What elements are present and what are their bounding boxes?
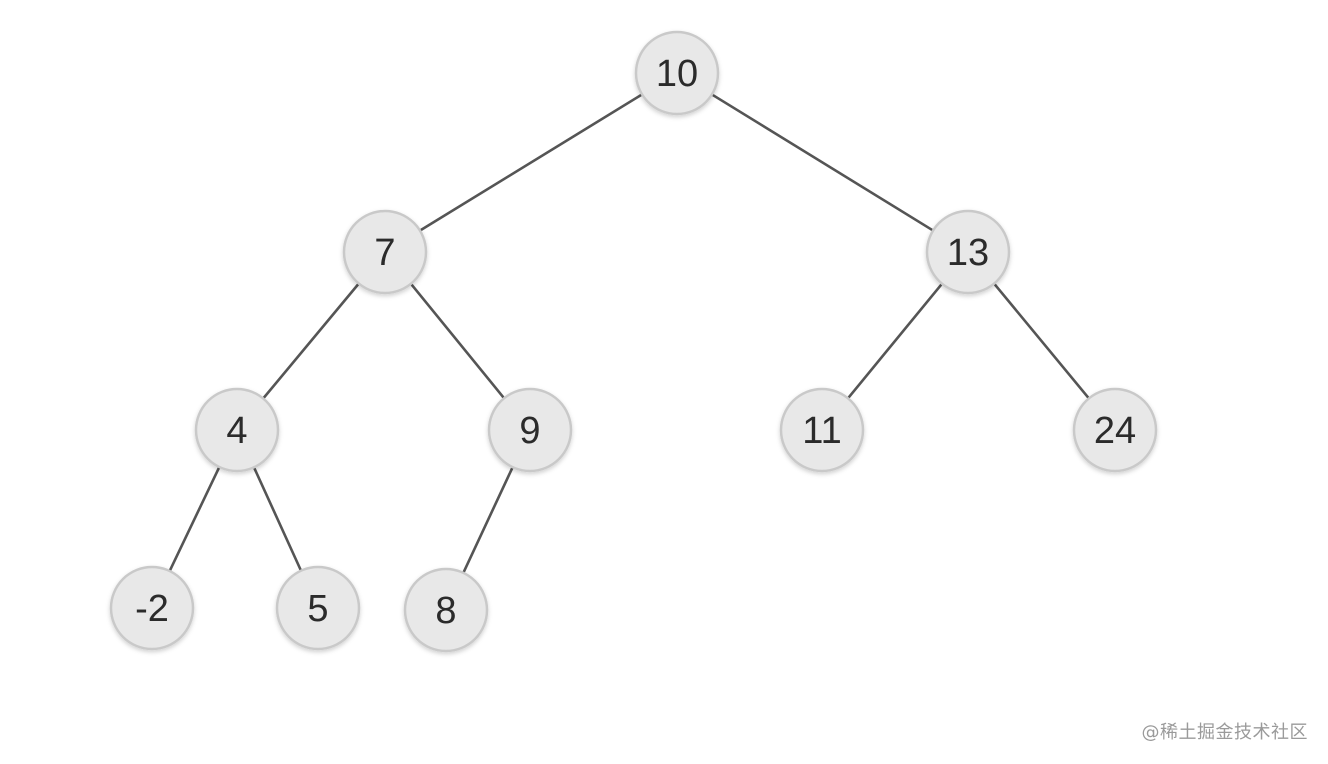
node-label: -2 <box>135 588 169 630</box>
node-label: 7 <box>374 232 395 274</box>
node-label: 4 <box>226 410 247 452</box>
edge-n13-n24 <box>991 280 1092 402</box>
tree-node-13: 13 <box>925 209 1011 295</box>
node-circle <box>634 30 720 116</box>
edge-n9-n8 <box>461 464 515 576</box>
tree-node--2: -2 <box>109 565 195 651</box>
tree-node-24: 24 <box>1072 387 1158 473</box>
edge-n4-n5 <box>251 464 304 574</box>
edge-n7-n9 <box>408 280 507 402</box>
edge-n4-nm2 <box>167 463 222 575</box>
node-circle <box>1072 387 1158 473</box>
node-circle <box>403 567 489 653</box>
node-circle <box>342 209 428 295</box>
edge-n10-n13 <box>708 92 937 233</box>
tree-node-8: 8 <box>403 567 489 653</box>
node-label: 9 <box>519 410 540 452</box>
edge-n10-n7 <box>416 92 646 233</box>
node-label: 8 <box>435 590 456 632</box>
node-circle <box>194 387 280 473</box>
node-circle <box>275 565 361 651</box>
edge-n13-n11 <box>845 280 945 402</box>
node-label: 13 <box>947 232 989 274</box>
tree-node-11: 11 <box>779 387 865 473</box>
tree-node-7: 7 <box>342 209 428 295</box>
tree-node-9: 9 <box>487 387 573 473</box>
node-label: 5 <box>307 588 328 630</box>
node-circle <box>487 387 573 473</box>
watermark-text: @稀土掘金技术社区 <box>1141 722 1308 743</box>
tree-node-5: 5 <box>275 565 361 651</box>
edge-n7-n4 <box>260 280 362 402</box>
edges-layer <box>167 92 1092 576</box>
node-circle <box>925 209 1011 295</box>
tree-node-10: 10 <box>634 30 720 116</box>
tree-node-4: 4 <box>194 387 280 473</box>
node-label: 11 <box>802 410 841 452</box>
nodes-layer: 10 7 13 4 9 11 24 -2 5 8 <box>109 30 1158 653</box>
node-label: 10 <box>656 53 698 95</box>
node-circle <box>779 387 865 473</box>
node-circle <box>109 565 195 651</box>
node-label: 24 <box>1094 410 1136 452</box>
